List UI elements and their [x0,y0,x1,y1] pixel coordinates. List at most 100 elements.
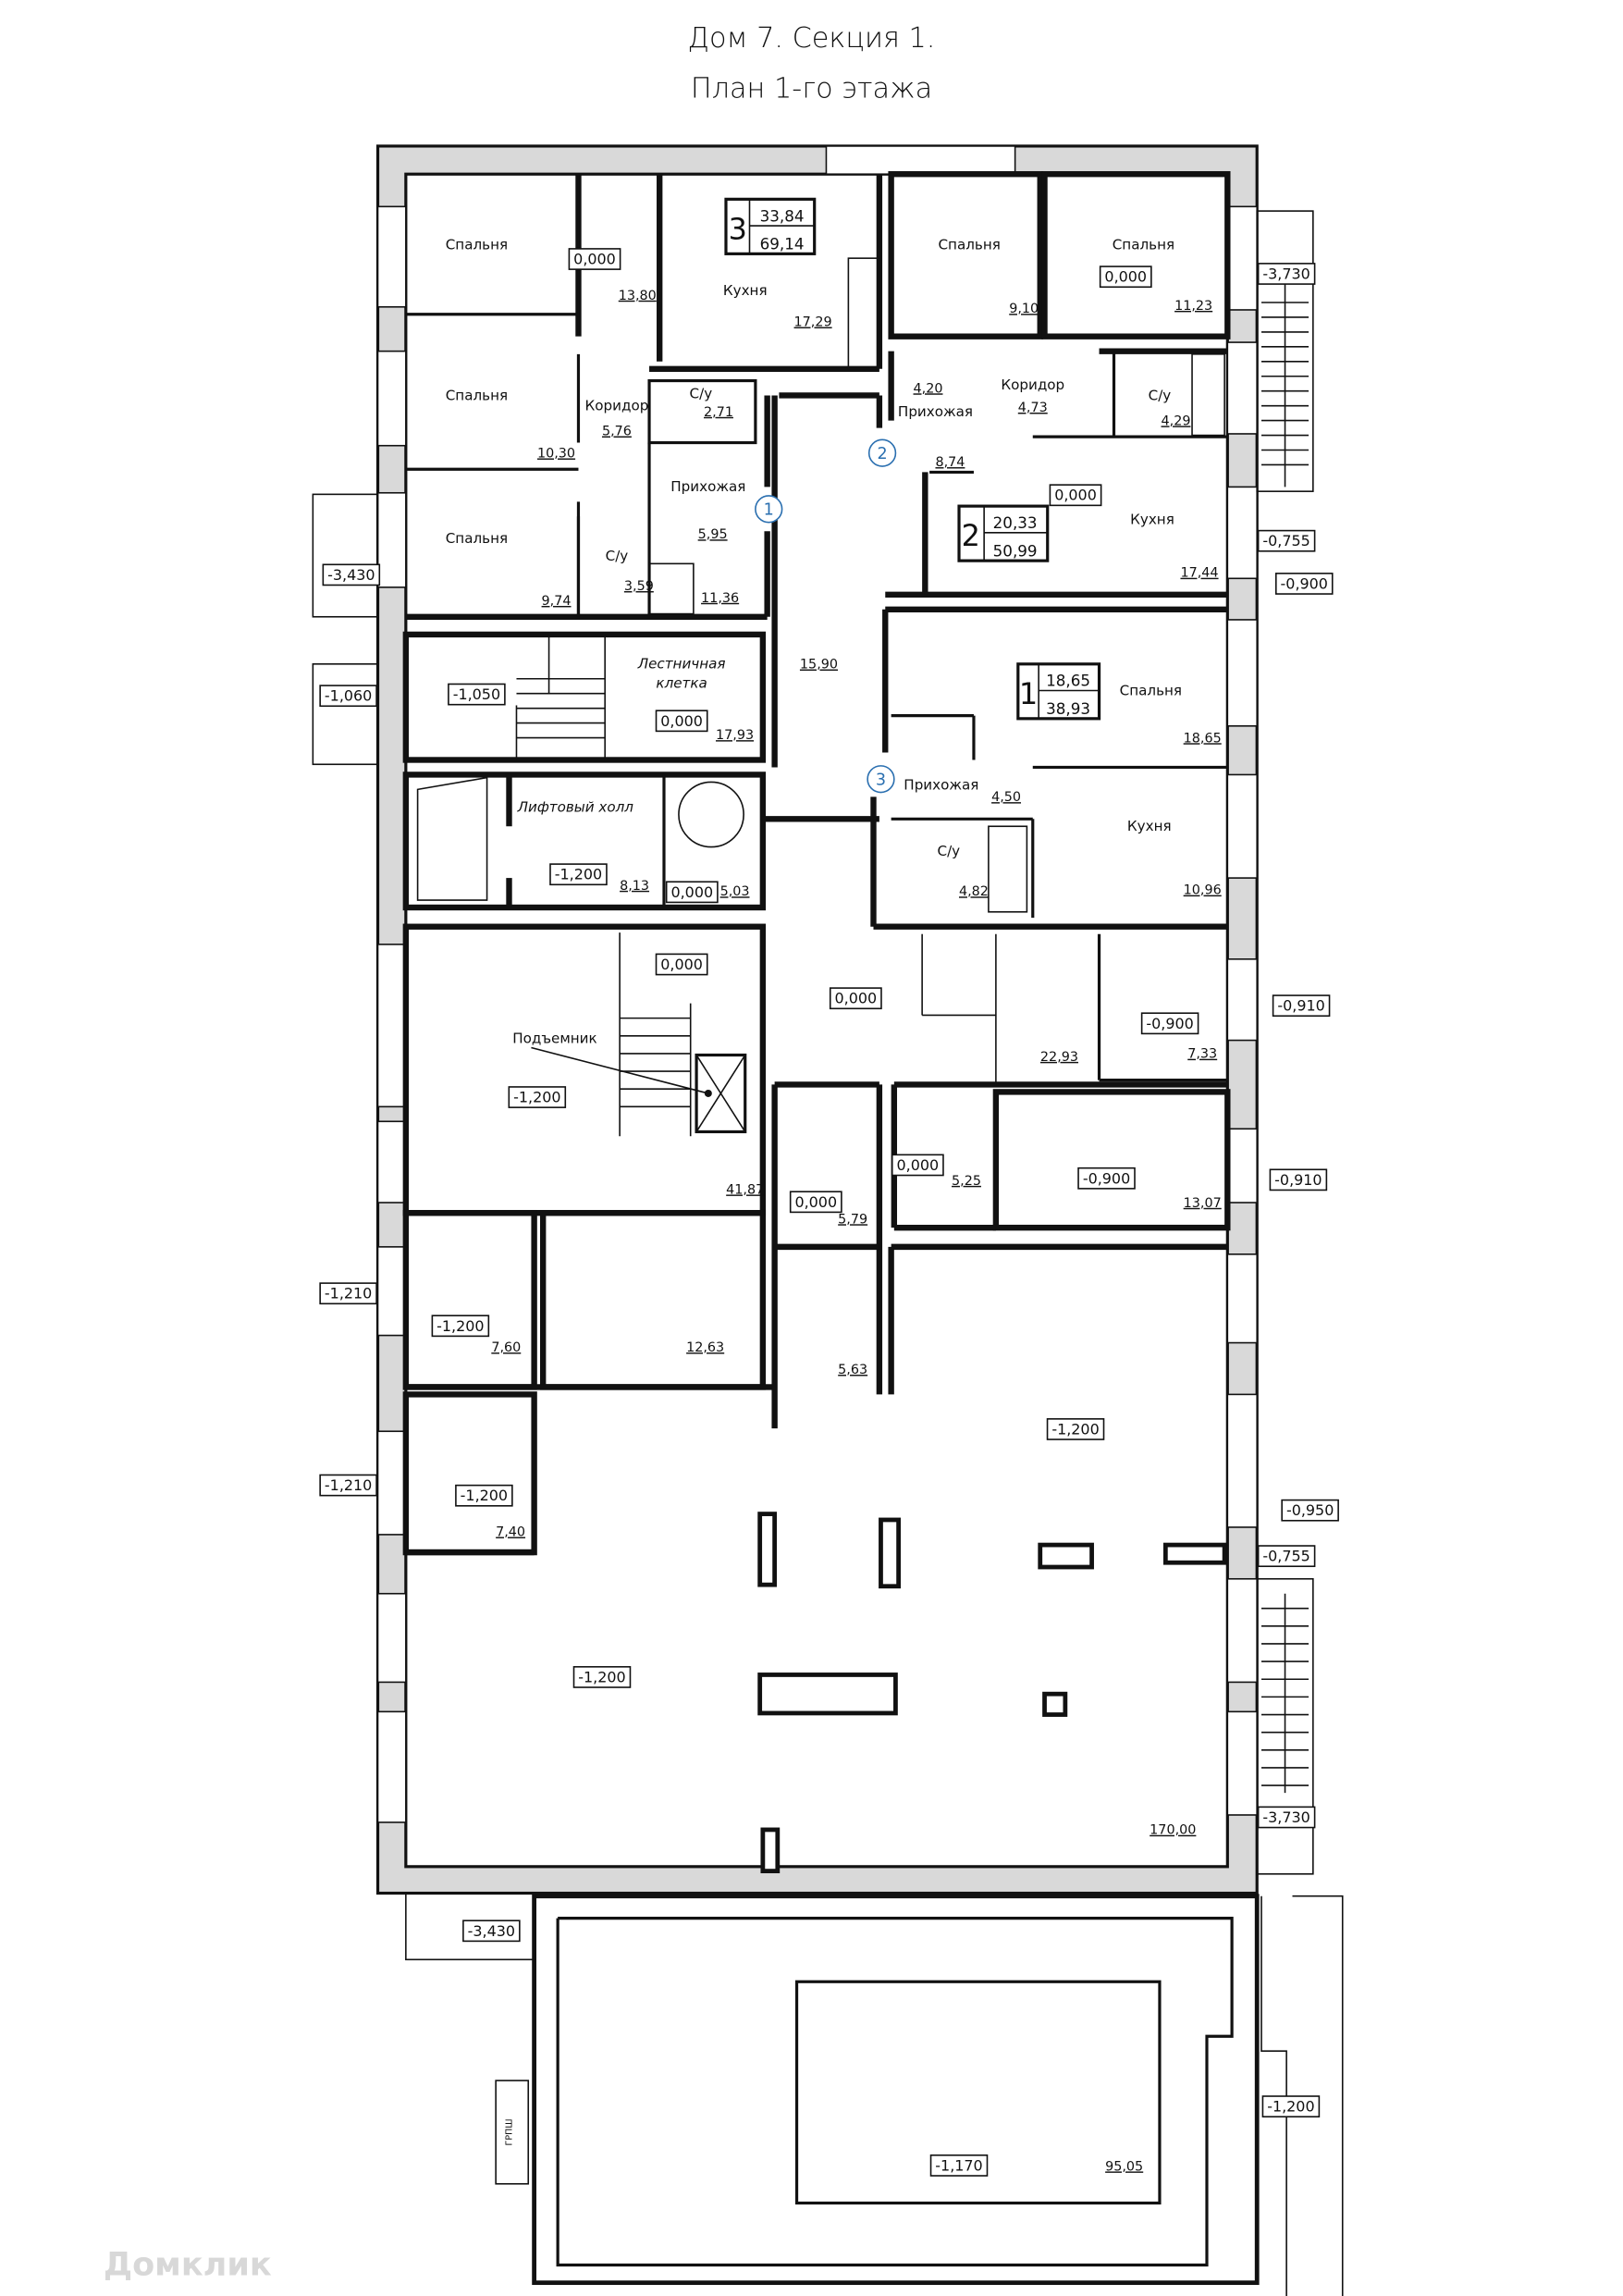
floor-level: 0,000 [660,956,703,973]
room-area: 8,13 [620,879,649,894]
exterior-level: -0,755 [1262,1548,1309,1565]
exterior-levels: -3,730 -0,755 -0,900 -3,430 -1,060 -0,91… [319,263,1339,2118]
room-area: 2,71 [704,405,733,420]
level-frame [508,1086,567,1108]
floor-level: 0,000 [670,883,713,901]
apartment-total-area: 69,14 [760,235,805,253]
room-name: Коридор [1001,376,1064,393]
room-name: Спальня [446,530,508,547]
exterior-level: -3,430 [468,1922,515,1940]
apartment-number: 2 [962,518,980,553]
room-name: Прихожая [670,478,745,495]
entrance-marker-2: 2 [867,438,897,467]
level-frame [1257,1806,1316,1829]
floor-level: 0,000 [897,1156,940,1174]
floor-level: 0,000 [835,990,878,1007]
room-area: 9,10 [1009,302,1039,316]
room-name: Спальня [938,237,1000,253]
exterior-level: -0,900 [1281,574,1328,592]
exterior-level: -3,430 [327,566,375,584]
level-frame [431,1315,490,1338]
level-frame [655,953,708,976]
room-area: 13,07 [1184,1196,1222,1211]
level-frame [549,863,608,886]
level-frame [789,1191,842,1214]
level-frame [891,1154,944,1177]
room-name: Спальня [1113,237,1174,253]
room-area: 41,87 [726,1182,764,1197]
room-area: 10,96 [1184,883,1222,898]
room-area: 11,36 [701,591,739,606]
room-name: Лифтовый холл [517,798,634,815]
room-name: Кухня [1127,818,1172,834]
exterior-level: -0,950 [1286,1501,1334,1519]
apartment-total-area: 38,93 [1046,699,1090,718]
level-frame [1257,263,1316,285]
room-area: 95,05 [1105,2159,1143,2174]
plan-title-floor: План 1-го этажа [691,72,932,105]
room-area: 5,79 [838,1212,867,1227]
room-area: 4,20 [914,381,943,396]
level-frame [1099,265,1152,289]
floor-level: -1,050 [453,685,500,703]
level-frame [1049,484,1102,507]
entrance-marker-1: 1 [755,495,783,524]
room-name: Спальня [1120,682,1182,698]
level-frame [319,1474,377,1497]
plan-title-house-section: Дом 7. Секция 1. [688,22,936,55]
exterior-level: -0,910 [1277,997,1324,1015]
gas-regulator-label: ГРПШ [505,2118,515,2145]
level-frame [448,683,506,706]
apartment-living-area: 18,65 [1046,672,1090,690]
floor-level: -1,200 [555,866,602,883]
floor-level: 0,000 [660,712,703,730]
level-frame [319,685,377,708]
lower-annex [405,1892,1344,2296]
room-names: Спальня Кухня Спальня Коридор С/у Прихож… [446,237,1182,1047]
room-area: 17,44 [1180,566,1218,581]
level-frame [1281,1499,1339,1522]
interior-walls [402,171,1231,1873]
level-frame [322,563,381,586]
room-name: Коридор [585,397,649,414]
exterior-level: -3,730 [1262,1808,1309,1826]
level-frame [1140,1012,1199,1035]
level-frame [1261,2095,1321,2118]
level-frame [572,1666,632,1688]
room-name: Прихожая [898,403,973,420]
floor-level: -1,200 [461,1487,508,1504]
level-frame [929,2154,989,2177]
marker-number: 3 [876,772,886,790]
room-area: 7,60 [491,1340,521,1355]
room-area: 4,73 [1018,401,1048,415]
exterior-stairs [312,210,1314,1875]
room-name: Лестничная [637,656,726,673]
room-area: 22,93 [1040,1050,1078,1065]
apartment-living-area: 33,84 [760,206,805,225]
room-area: 13,80 [619,289,657,303]
exterior-level: -0,755 [1262,532,1309,549]
room-area: 170,00 [1150,1823,1196,1838]
floor-level: 0,000 [1054,487,1097,504]
room-name: С/у [606,548,629,564]
room-area: 11,23 [1174,299,1212,314]
level-frame [319,1282,377,1305]
level-frame [665,881,719,904]
room-area: 4,29 [1162,414,1191,428]
room-name: С/у [690,386,713,402]
apartment-1-info: 1 18,65 38,93 [1016,662,1101,721]
floor-level: -0,900 [1083,1169,1130,1187]
level-frame [455,1484,513,1507]
room-area: 12,63 [686,1340,724,1355]
level-frame [1046,1418,1105,1440]
room-area: 5,76 [602,425,632,439]
floor-level: -1,200 [513,1089,560,1106]
room-area: 5,63 [838,1363,867,1377]
exterior-level: -1,060 [325,687,372,705]
apartment-number: 1 [1019,676,1038,711]
room-name: Спальня [446,387,508,403]
room-name: С/у [938,843,961,859]
room-area: 8,74 [935,455,965,470]
room-area: 18,65 [1184,731,1222,746]
level-frame [1269,1168,1328,1191]
